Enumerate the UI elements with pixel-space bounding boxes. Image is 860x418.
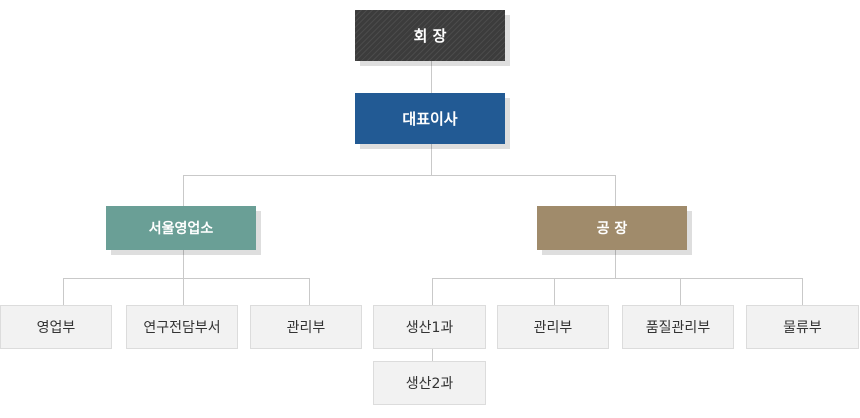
dept-sales-box: 영업부: [0, 305, 112, 349]
dept-factory-admin-label: 관리부: [533, 320, 573, 336]
connector-chairman-ceo: [431, 61, 432, 93]
connector-seoul-down: [183, 250, 184, 278]
dept-factory-admin-box: 관리부: [497, 305, 609, 349]
factory-label: 공 장: [596, 221, 628, 237]
chairman-box: 회 장: [355, 10, 505, 61]
dept-production2-label: 생산2과: [405, 376, 454, 392]
chairman-label: 회 장: [413, 27, 447, 45]
connector-to-factory: [615, 175, 616, 206]
connector-to-seoul-admin-dept: [309, 278, 310, 305]
dept-production1-label: 생산1과: [405, 320, 454, 336]
ceo-box: 대표이사: [355, 93, 505, 144]
connector-factory-down: [615, 250, 616, 278]
connector-to-quality-dept: [680, 278, 681, 305]
dept-seoul-admin-box: 관리부: [250, 305, 362, 349]
dept-logistics-box: 물류부: [746, 305, 859, 349]
connector-to-research-dept: [183, 278, 184, 305]
dept-sales-label: 영업부: [36, 320, 76, 336]
connector-to-factory-admin-dept: [554, 278, 555, 305]
dept-quality-label: 품질관리부: [645, 320, 711, 336]
dept-research-box: 연구전담부서: [126, 305, 238, 349]
dept-quality-box: 품질관리부: [622, 305, 734, 349]
connector-production1-to-production2: [432, 349, 433, 361]
connector-to-sales-dept: [63, 278, 64, 305]
ceo-label: 대표이사: [402, 110, 458, 128]
dept-research-label: 연구전담부서: [143, 320, 221, 336]
connector-to-production1: [432, 278, 433, 305]
dept-production2-box: 생산2과: [373, 361, 486, 405]
connector-to-seoul-office: [183, 175, 184, 206]
seoul-office-label: 서울영업소: [148, 221, 214, 237]
factory-box: 공 장: [537, 206, 687, 250]
connector-factory-horizontal: [432, 278, 803, 279]
dept-production1-box: 생산1과: [373, 305, 486, 349]
dept-logistics-label: 물류부: [783, 320, 822, 336]
connector-branch-horizontal: [183, 175, 616, 176]
connector-ceo-down: [431, 144, 432, 175]
connector-to-logistics-dept: [802, 278, 803, 305]
dept-seoul-admin-label: 관리부: [286, 320, 326, 336]
connector-seoul-horizontal: [63, 278, 310, 279]
seoul-office-box: 서울영업소: [106, 206, 256, 250]
